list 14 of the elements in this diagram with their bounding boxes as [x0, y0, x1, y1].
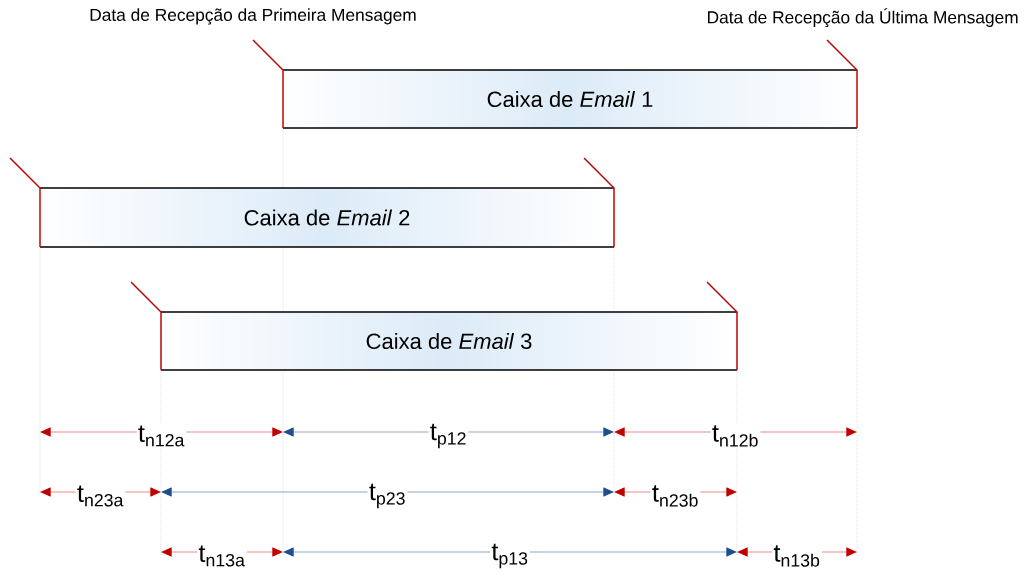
dimension-label: t$_{n23a}$: [75, 484, 126, 508]
dimension-label: t$_{n23b}$: [650, 483, 701, 509]
dimension-label: t$_{n12a}$: [136, 424, 187, 448]
mailbox-bar: Caixa de Email 1: [252, 39, 858, 129]
dimension-label: t$_{p23}$: [367, 482, 408, 510]
dimension-label: t$_{p13}$: [490, 542, 530, 570]
dimension-label: t$_{n13b}$: [772, 543, 822, 569]
heading: Data de Recepção da Primeira Mensagem: [90, 8, 416, 25]
mailbox-bar: Caixa de Email 3: [130, 281, 738, 371]
dimension-label: t$_{p12}$: [428, 422, 469, 450]
heading: Data de Recepção da Última Mensagem: [708, 8, 1018, 27]
dimension-label: t$_{n12b}$: [710, 423, 761, 449]
dimension-label: t$_{n13a}$: [197, 544, 247, 568]
mailbox-bar: Caixa de Email 2: [9, 157, 615, 248]
